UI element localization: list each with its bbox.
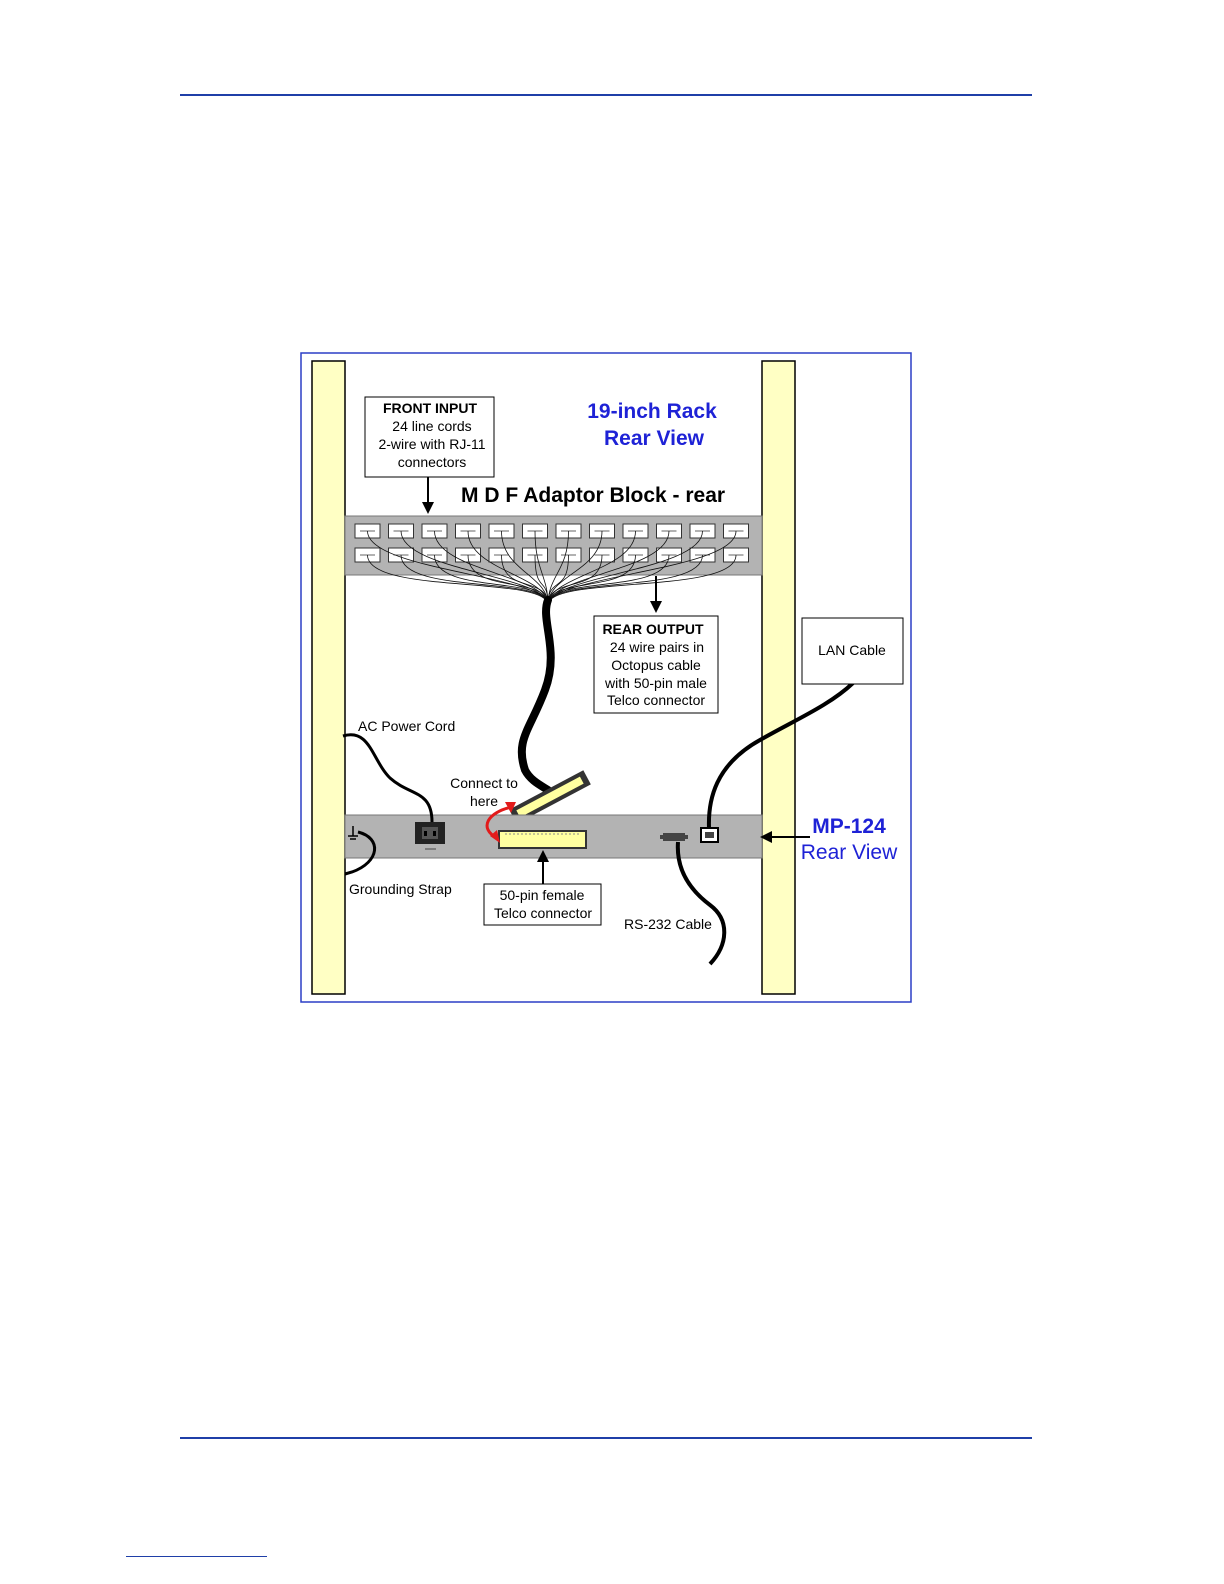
mdf-block-title: M D F Adaptor Block - rear: [461, 484, 725, 507]
footer-rule: [180, 1437, 1032, 1439]
rack-title-line2: Rear View: [604, 427, 705, 450]
ac-power-cord-label: AC Power Cord: [358, 718, 455, 734]
lan-cable-label: LAN Cable: [818, 642, 886, 658]
footer-short-rule: [126, 1556, 267, 1557]
device-name: MP-124: [812, 815, 886, 838]
rs232-port: [660, 833, 688, 841]
front-input-line2: 2-wire with RJ-11: [378, 436, 485, 452]
telco-female-line1: 50-pin female: [500, 887, 585, 903]
connect-to-label-line1: Connect to: [450, 775, 518, 791]
female-telco-connector: [499, 831, 586, 848]
rs232-cable-label: RS-232 Cable: [624, 916, 712, 932]
telco-female-line2: Telco connector: [494, 905, 592, 921]
rear-output-line2: Octopus cable: [611, 657, 701, 673]
device-view: Rear View: [801, 841, 898, 864]
front-input-title: FRONT INPUT: [383, 400, 478, 416]
rack-rail-left: [312, 361, 345, 994]
rack-rail-right: [762, 361, 795, 994]
front-input-line3: connectors: [398, 454, 466, 470]
grounding-strap-label: Grounding Strap: [349, 881, 452, 897]
connect-to-label-line2: here: [470, 793, 498, 809]
rack-title-line1: 19-inch Rack: [587, 400, 717, 423]
rear-output-line3: with 50-pin male: [604, 675, 707, 691]
rear-output-line1: 24 wire pairs in: [610, 639, 704, 655]
rear-output-title: REAR OUTPUT: [602, 621, 704, 637]
lan-port: [701, 828, 718, 842]
front-input-line1: 24 line cords: [392, 418, 471, 434]
rear-output-line4: Telco connector: [607, 692, 705, 708]
